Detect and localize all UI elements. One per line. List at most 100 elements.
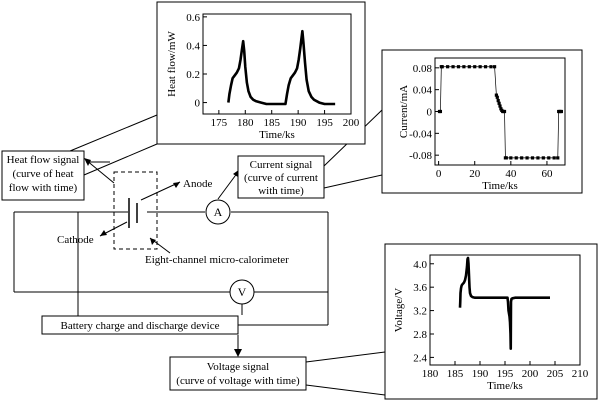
current-data-point [473, 65, 477, 69]
current-data-point [552, 156, 556, 160]
voltage-xtick-label: 205 [547, 368, 564, 380]
current-x-axis-title: Time/ks [482, 180, 518, 192]
cathode-label: Cathode [57, 234, 94, 246]
calorimeter-dashed-box [113, 171, 158, 250]
current-ytick-label: -0.08 [409, 150, 432, 162]
current-xtick-label: 40 [505, 168, 517, 180]
current-data-point [456, 65, 461, 69]
current-data-point [451, 65, 455, 69]
calorimeter-arrowhead [150, 238, 156, 245]
current-data-point [498, 104, 502, 108]
battery-device-label: Battery charge and discharge device [60, 320, 219, 332]
current-data-point [556, 156, 560, 160]
voltage-series-line [458, 256, 550, 350]
current-data-point [492, 65, 497, 69]
heat-flow-signal-line-1: Heat flow signal [7, 154, 80, 166]
heat-flow-signal-line-2: (curve of heat [12, 168, 73, 180]
voltage-xtick-label: 190 [472, 368, 489, 380]
current-ytick-label: 0 [427, 107, 433, 119]
heat-x-axis-title: Time/ks [259, 129, 295, 141]
arrow-to-voltage-head [234, 349, 242, 357]
voltmeter-label: V [238, 285, 247, 299]
current-data-point [483, 65, 488, 69]
current-data-point [509, 156, 513, 160]
current-data-point [530, 156, 535, 160]
voltage-ytick-label: 2.4 [413, 352, 427, 364]
heat-chart-frame [156, 1, 366, 145]
voltmeter-circle [229, 279, 255, 305]
anode-arrowhead [173, 182, 180, 188]
current-data-point [438, 109, 443, 114]
current-ytick-label: 0.08 [413, 63, 433, 75]
callout-current-2 [323, 174, 383, 189]
current-data-point [525, 156, 529, 160]
current-y-axis-title: Current/mA [398, 85, 410, 138]
current-data-point [502, 109, 507, 114]
circuit-wires [13, 211, 329, 326]
current-data-point [541, 156, 545, 160]
voltage-xtick-label: 210 [572, 368, 589, 380]
voltage-ytick-label: 4.0 [413, 259, 427, 271]
heat-flow-signal-box: Heat flow signal (curve of heat flow wit… [1, 150, 85, 201]
heat-plot-area [202, 13, 352, 115]
current-data-point [495, 95, 499, 99]
heat-ytick-label: 0.2 [186, 69, 200, 81]
current-signal-line-2: (curve of current [244, 172, 318, 184]
battery-cell-symbol [128, 198, 138, 228]
callout-heat-1 [69, 114, 158, 152]
current-signal-box: Current signal (curve of current with ti… [237, 155, 325, 199]
current-data-point [494, 93, 498, 97]
battery-device-box: Battery charge and discharge device [41, 315, 239, 335]
voltage-ytick-label: 2.8 [413, 329, 427, 341]
voltage-xtick-label: 180 [422, 368, 439, 380]
callout-voltage-2 [305, 384, 386, 396]
current-data-point [446, 65, 450, 69]
current-ytick-label: -0.04 [409, 128, 432, 140]
current-data-point [497, 101, 501, 105]
heat-xtick-label: 195 [316, 117, 333, 129]
heat-y-axis-title: Heat flow/mW [166, 31, 178, 97]
current-data-point [559, 109, 563, 114]
heat-xtick-label: 190 [290, 117, 307, 129]
current-signal-line-3: with time) [258, 185, 304, 197]
ammeter-label: A [214, 205, 223, 219]
current-data-point [478, 65, 482, 69]
current-data-point [489, 65, 493, 69]
ammeter-circle [205, 199, 231, 225]
current-data-point [547, 156, 551, 160]
current-xtick-label: 20 [469, 168, 481, 180]
heat-xtick-label: 175 [211, 117, 228, 129]
current-data-point [496, 98, 500, 103]
voltage-xtick-label: 185 [447, 368, 464, 380]
cathode-arrowhead [100, 230, 107, 236]
callout-voltage-1 [305, 351, 386, 363]
callout-lines [69, 109, 386, 396]
current-data-point [467, 65, 471, 69]
voltage-xtick-label: 195 [497, 368, 514, 380]
voltage-x-axis-title: Time/ks [487, 380, 523, 392]
current-ytick-label: 0.04 [413, 85, 433, 97]
voltage-signal-line-2: (curve of voltage with time) [176, 375, 300, 387]
current-data-point [499, 107, 503, 111]
voltage-ytick-label: 3.2 [413, 306, 427, 318]
voltage-xtick-label: 200 [522, 368, 539, 380]
current-xtick-label: 0 [436, 168, 442, 180]
heat-xtick-label: 185 [263, 117, 280, 129]
voltage-ytick-label: 3.6 [413, 282, 427, 294]
arrow-to-heat-flow [85, 159, 115, 184]
current-xtick-label: 60 [541, 168, 553, 180]
anode-pointer [140, 181, 181, 201]
current-data-point [440, 65, 444, 69]
current-data-point [462, 65, 466, 69]
callout-heat-2 [83, 143, 158, 176]
arrow-to-current [217, 171, 239, 200]
heat-flow-signal-line-3: flow with time) [9, 182, 78, 194]
current-signal-line-1: Current signal [250, 159, 313, 171]
heat-ytick-label: 0.6 [186, 12, 200, 24]
current-data-point [536, 156, 540, 160]
heat-series-line [227, 29, 336, 106]
voltage-signal-line-1: Voltage signal [207, 361, 269, 373]
voltage-chart: 180 185 190 195 200 205 210 2.4 2.8 3.2 3.6 4.0Time… [393, 254, 589, 392]
